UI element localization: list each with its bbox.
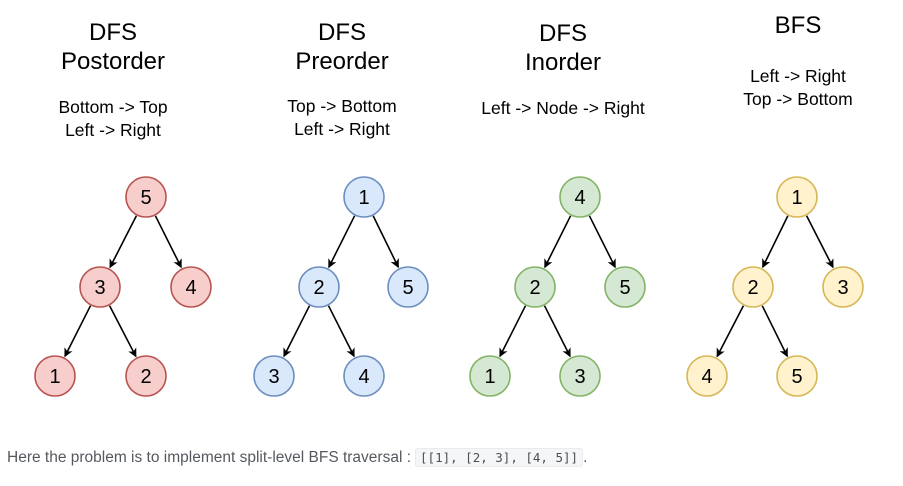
postorder-tree: 5 3 4 1 2 [34,176,212,397]
tree-edge [327,305,355,358]
tree-node-label: 3 [94,277,105,299]
inorder-tree: 4 2 5 1 3 [469,176,646,397]
tree-node-label: 1 [791,187,802,209]
tree-node-circle [732,266,774,308]
tree-edge [283,305,311,358]
tree-edge [805,215,834,269]
trees-canvas: 5 3 4 1 2 1 2 5 3 4 4 2 5 1 3 1 2 3 4 5 [34,176,864,397]
tree-node-circle [514,266,556,308]
traversal-diagrams: DFS Postorder Bottom -> Top Left -> Righ… [34,12,864,397]
tree-node-label: 1 [358,187,369,209]
tree-node-circle [776,176,818,218]
tree-node-circle [298,266,340,308]
bfs-title: BFS [774,12,822,39]
tree-node-label: 5 [791,366,802,388]
tree-node-label: 4 [574,187,585,209]
tree-node-circle [170,266,212,308]
tree-node-label: 2 [529,277,540,299]
bfs-tree: 1 2 3 4 5 [686,176,864,397]
tree-node-circle [343,176,385,218]
preorder-title: DFS Preorder [295,19,389,75]
tree-edge [499,305,527,358]
tree-node-circle [125,355,167,397]
tree-node-label: 2 [313,277,324,299]
inorder-subtitle: Left -> Node -> Right [481,98,645,118]
tree-edge [761,215,789,269]
tree-edge [109,215,138,269]
tree-node-label: 2 [747,277,758,299]
caption: Here the problem is to implement split-l… [7,448,588,467]
tree-node-circle [343,355,385,397]
tree-node-label: 4 [358,366,369,388]
tree-edge [108,305,137,358]
tree-node-label: 1 [484,366,495,388]
tree-node-circle [387,266,429,308]
tree-node-circle [125,176,167,218]
tree-edge [154,215,182,269]
tree-node-label: 3 [837,277,848,299]
tree-node-circle [776,355,818,397]
tree-node-label: 5 [619,277,630,299]
tree-node-label: 2 [140,366,151,388]
caption-text: Here the problem is to implement split-l… [7,449,412,466]
tree-edge [761,305,789,358]
tree-node-circle [79,266,121,308]
postorder-subtitle: Bottom -> Top Left -> Right [58,97,168,140]
tree-node-label: 3 [268,366,279,388]
preorder-subtitle: Top -> Bottom Left -> Right [287,96,397,139]
tree-edge [543,305,571,358]
tree-node-circle [253,355,295,397]
tree-node-label: 1 [49,366,60,388]
preorder-tree: 1 2 5 3 4 [253,176,429,397]
tree-node-label: 3 [574,366,585,388]
tree-edge [372,215,400,269]
tree-node-circle [559,176,601,218]
tree-edge [64,305,92,358]
tree-node-circle [604,266,646,308]
tree-node-circle [686,355,728,397]
caption-end: . [583,449,588,466]
tree-node-label: 5 [402,277,413,299]
tree-edge [716,305,745,358]
tree-edge [328,215,356,269]
tree-edge [588,215,616,269]
inorder-title: DFS Inorder [524,20,602,76]
tree-node-circle [34,355,76,397]
postorder-title: DFS Postorder [60,19,166,75]
caption-code: [[1], [2, 3], [4, 5]] [415,448,584,467]
tree-node-circle [822,266,864,308]
tree-edge [544,215,572,269]
tree-node-label: 4 [185,277,196,299]
tree-node-circle [559,355,601,397]
bfs-subtitle: Left -> Right Top -> Bottom [743,66,853,109]
tree-node-label: 4 [701,366,712,388]
tree-node-circle [469,355,511,397]
tree-node-label: 5 [140,187,151,209]
